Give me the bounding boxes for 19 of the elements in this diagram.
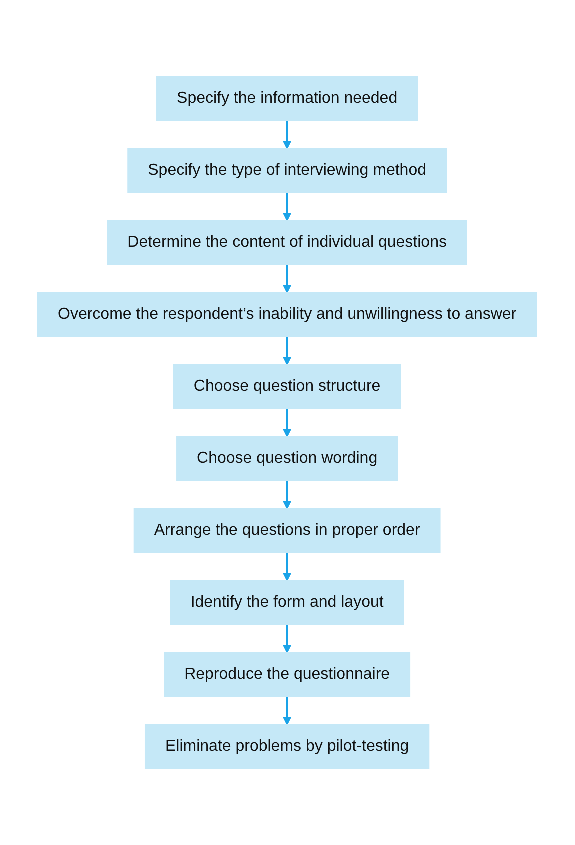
arrow: [283, 696, 292, 725]
node-box: Arrange the questions in proper order: [134, 508, 441, 553]
node-box: Identify the form and layout: [170, 580, 404, 625]
node-box: Overcome the respondent’s inability and unwillingness to answer: [38, 292, 538, 337]
node-box: Choose question wording: [176, 436, 398, 481]
arrow: [283, 264, 292, 293]
node-box: Specify the type of interviewing method: [128, 148, 448, 193]
node-box: Choose question structure: [174, 364, 402, 409]
node-box: Specify the information needed: [156, 76, 418, 121]
node-box: Eliminate problems by pilot-testing: [145, 724, 430, 769]
arrow: [283, 552, 292, 581]
arrow: [283, 624, 292, 653]
arrow: [283, 120, 292, 149]
arrow: [283, 408, 292, 437]
arrow: [283, 192, 292, 221]
arrow: [283, 336, 292, 365]
node-box: Reproduce the questionnaire: [164, 652, 411, 697]
arrow: [283, 480, 292, 509]
node-box: Determine the content of individual questions: [107, 220, 468, 265]
